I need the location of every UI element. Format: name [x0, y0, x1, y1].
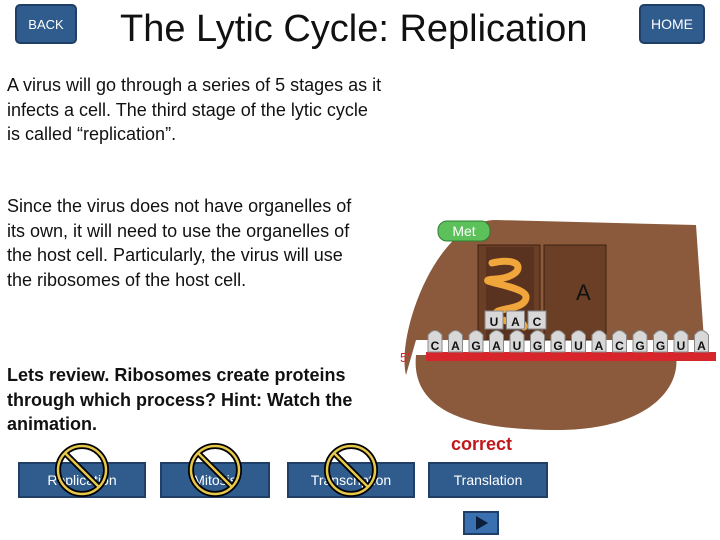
anticodon-base-peg	[527, 310, 547, 330]
mrna-base-peg	[427, 330, 443, 353]
ribosome-small-subunit	[415, 355, 677, 430]
answer-translation-button[interactable]: Translation	[428, 462, 548, 498]
mrna-base-label: G	[635, 339, 644, 353]
back-button[interactable]: BACK	[15, 4, 77, 44]
mrna-base-label: A	[595, 339, 604, 353]
answer-label: Replication	[47, 472, 117, 488]
mrna-base-peg	[591, 330, 607, 353]
mrna-base-label: U	[513, 339, 522, 353]
anticodon-base-label: A	[511, 315, 520, 329]
mrna-base-label: G	[553, 339, 562, 353]
answer-label: Transcription	[310, 472, 392, 488]
prohibited-sign-icon	[55, 443, 109, 497]
intro-paragraph: A virus will go through a series of 5 st…	[7, 75, 382, 144]
mrna-base-peg	[468, 330, 484, 353]
anticodon-base-label: U	[490, 315, 499, 329]
answer-transcription-button[interactable]: Transcription	[287, 443, 415, 498]
mrna-base-peg	[694, 330, 709, 353]
mrna-base-label: A	[492, 339, 501, 353]
mrna-base-label: G	[533, 339, 542, 353]
mrna-base-peg	[489, 330, 504, 353]
amino-acid-badge	[437, 220, 491, 242]
mrna-base-label: U	[574, 339, 583, 353]
mrna-base-label: G	[471, 339, 480, 353]
prohibited-sign-icon	[324, 443, 378, 497]
page-title: The Lytic Cycle: Replication	[120, 8, 588, 50]
mrna-base-peg	[653, 330, 668, 353]
anticodon-base-peg	[506, 310, 525, 330]
mrna-base-peg	[448, 330, 463, 353]
play-arrow-icon	[476, 516, 488, 530]
mrna-base-label: C	[615, 339, 624, 353]
mrna-5prime-label: 5'	[400, 350, 410, 365]
answer-label: Mitosis	[193, 472, 237, 488]
mrna-base-peg	[571, 330, 586, 353]
mrna-base-peg	[632, 330, 648, 353]
answer-replication-button[interactable]: Replication	[18, 443, 146, 498]
answer-mitosis-button[interactable]: Mitosis	[160, 443, 270, 498]
mrna-base-label: A	[697, 339, 706, 353]
ribosome-paragraph: Since the virus does not have organelles…	[7, 196, 352, 290]
prohibited-sign-icon	[188, 443, 242, 497]
question-paragraph: Lets review. Ribosomes create proteins t…	[7, 365, 353, 434]
amino-acid-label: Met	[452, 223, 475, 239]
mrna-strand	[426, 352, 716, 361]
mrna-base-label: U	[677, 339, 686, 353]
mrna-base-label: C	[431, 339, 440, 353]
anticodon-base-label: C	[533, 315, 542, 329]
mrna-base-label: A	[451, 339, 460, 353]
mrna-base-peg	[550, 330, 566, 353]
mrna-base-peg	[612, 330, 627, 353]
a-site-label: A	[576, 280, 591, 305]
mrna-base-peg	[530, 330, 545, 353]
mrna-base-peg	[509, 330, 525, 353]
answer-label: Translation	[453, 472, 523, 488]
a-site	[543, 244, 607, 341]
next-button[interactable]	[463, 511, 499, 535]
feedback-correct: correct	[451, 434, 513, 454]
mrna-base-peg	[673, 330, 689, 353]
mrna-base-label: G	[656, 339, 665, 353]
home-button[interactable]: HOME	[639, 4, 705, 44]
anticodon-base-peg	[484, 310, 504, 330]
